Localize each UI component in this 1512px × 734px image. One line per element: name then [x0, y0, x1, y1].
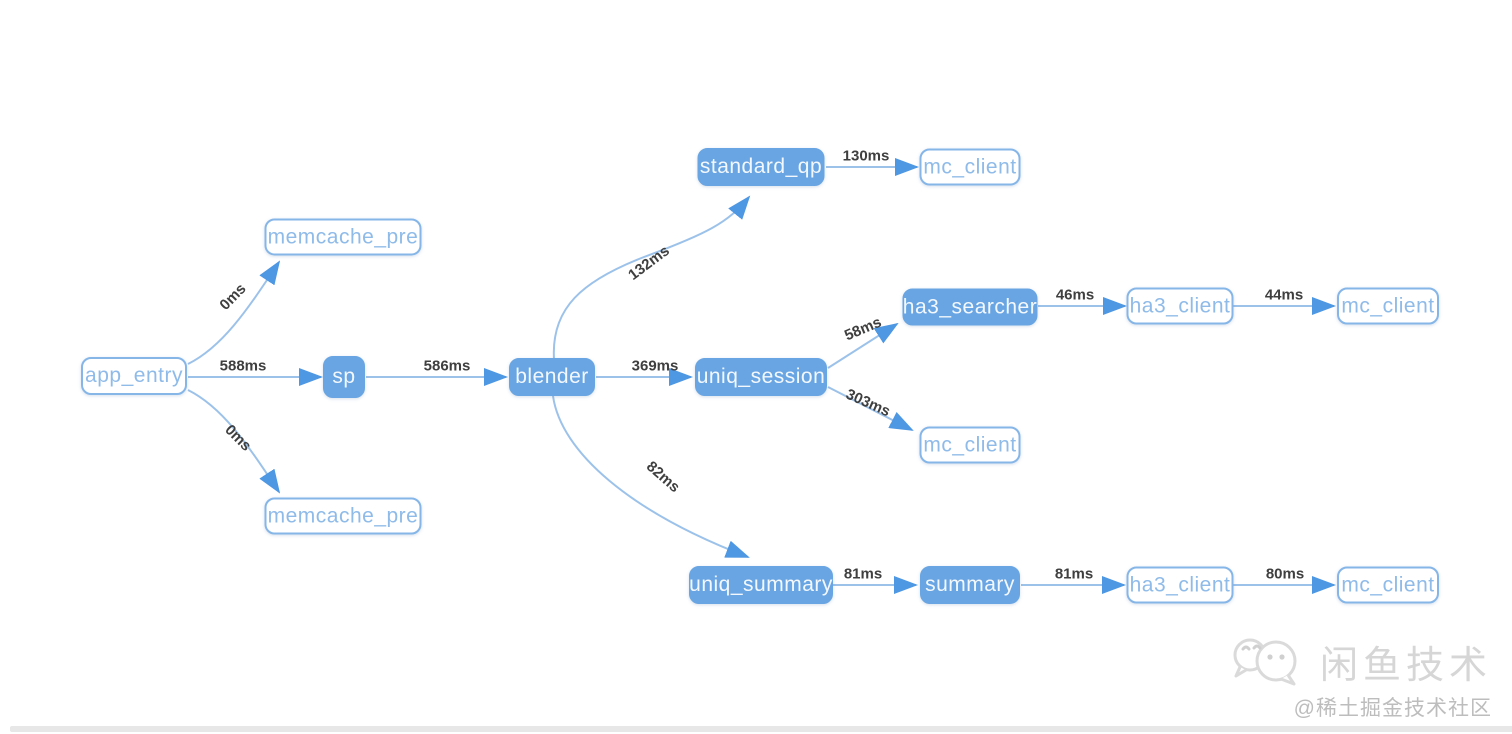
node-sp[interactable]: sp [323, 356, 365, 398]
edge-label-81ms-a: 81ms [843, 565, 883, 583]
edge-label-130ms: 130ms [842, 147, 890, 165]
node-ha3_client-mid[interactable]: ha3_client [1126, 287, 1234, 325]
node-mc_client-bottom[interactable]: mc_client [1337, 566, 1439, 604]
node-mc_client-mid[interactable]: mc_client [1337, 287, 1439, 325]
node-standard_qp[interactable]: standard_qp [697, 148, 825, 186]
node-uniq_session[interactable]: uniq_session [695, 358, 827, 396]
edge-label-58ms: 58ms [842, 313, 884, 345]
edge-label-0ms-top: 0ms [216, 280, 250, 314]
edge-label-81ms-b: 81ms [1054, 565, 1094, 583]
edge-label-132ms: 132ms [625, 242, 673, 284]
node-summary[interactable]: summary [920, 566, 1020, 604]
edge-label-586ms: 586ms [423, 357, 471, 375]
edge-label-80ms: 80ms [1265, 565, 1305, 583]
watermark-brand: 闲鱼技术 [1319, 644, 1492, 687]
edge-label-303ms: 303ms [843, 385, 893, 421]
edge-label-82ms: 82ms [642, 457, 684, 497]
watermark: 闲鱼技术 @稀土掘金技术社区 [1222, 632, 1492, 727]
xianyu-fish-logo-icon [1233, 638, 1297, 686]
edge-label-588ms: 588ms [219, 357, 267, 375]
edge-label-44ms: 44ms [1264, 286, 1304, 304]
bottom-divider [10, 726, 1512, 732]
node-blender[interactable]: blender [509, 358, 595, 396]
edge-label-0ms-bottom: 0ms [221, 421, 255, 455]
node-uniq_summary[interactable]: uniq_summary [689, 566, 833, 604]
node-ha3_searcher[interactable]: ha3_searcher [902, 288, 1038, 326]
watermark-credit: @稀土掘金技术社区 [1293, 697, 1492, 720]
edge-label-369ms: 369ms [631, 357, 679, 375]
edge-app_entry-memcache_pre_top [187, 260, 281, 365]
edge-blender-standard_qp [552, 195, 751, 360]
node-memcache_pre-bottom[interactable]: memcache_pre [264, 497, 422, 535]
node-ha3_client-bottom[interactable]: ha3_client [1126, 566, 1234, 604]
node-memcache_pre-top[interactable]: memcache_pre [264, 218, 422, 256]
node-app_entry[interactable]: app_entry [81, 357, 187, 395]
node-mc_client-session[interactable]: mc_client [919, 426, 1021, 464]
node-mc_client-top[interactable]: mc_client [919, 148, 1021, 186]
edge-label-46ms: 46ms [1055, 286, 1095, 304]
